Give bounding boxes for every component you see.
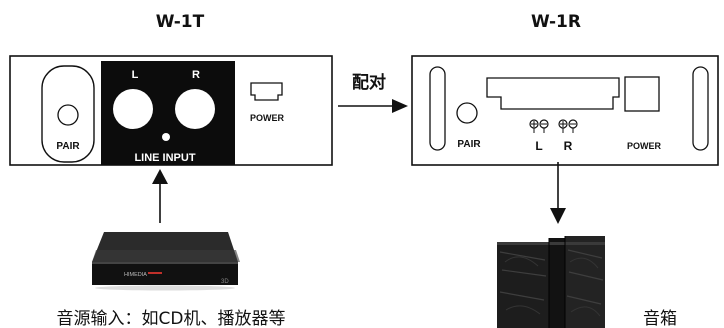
status-led (162, 133, 170, 141)
device-led (148, 272, 162, 274)
speaker-caption: 音箱 (643, 309, 677, 328)
receiver-pair-button[interactable] (456, 102, 478, 124)
terminal-left-minus[interactable] (539, 119, 549, 133)
pairing-arrow (338, 99, 408, 113)
receiver-title: W-1R (531, 12, 581, 32)
transmitter-pair-button[interactable] (57, 104, 79, 126)
output-arrow (550, 162, 566, 224)
receiver-power-socket[interactable] (624, 76, 660, 112)
pairing-label: 配对 (352, 72, 386, 93)
rca-right-jack[interactable] (175, 89, 215, 129)
terminal-right-plus[interactable] (558, 119, 568, 133)
terminal-right-minus[interactable] (568, 119, 578, 133)
line-input-label: LINE INPUT (134, 152, 195, 164)
speaker-terminals (529, 119, 578, 133)
device-brand-text: HIMEDIA (124, 272, 147, 278)
transmitter-pair-label: PAIR (56, 141, 80, 152)
transmitter-title: W-1T (156, 12, 205, 32)
device-badge: 3D (221, 279, 229, 285)
channel-left-label: L (132, 69, 139, 81)
receiver-pair-label: PAIR (457, 139, 481, 150)
transmitter-power-socket[interactable] (250, 82, 283, 101)
transmitter-panel: PAIR L R LINE INPUT POWER (9, 55, 333, 166)
terminal-left-plus[interactable] (529, 119, 539, 133)
channel-right-label: R (192, 69, 200, 81)
receiver-power-label: POWER (627, 141, 662, 151)
receiver-panel: PAIR (411, 55, 719, 166)
receiver-output-connector[interactable] (486, 77, 620, 110)
source-caption: 音源输入：如CD机、播放器等 (57, 309, 286, 328)
speakers-image (497, 236, 605, 328)
receiver-left-slot (429, 66, 446, 151)
media-player-device: HIMEDIA 3D (92, 232, 240, 291)
input-arrow (152, 169, 168, 223)
receiver-right-slot (692, 66, 709, 151)
terminal-right-label: R (564, 139, 573, 153)
terminal-left-label: L (535, 139, 542, 153)
rca-left-jack[interactable] (113, 89, 153, 129)
transmitter-power-label: POWER (250, 113, 285, 123)
